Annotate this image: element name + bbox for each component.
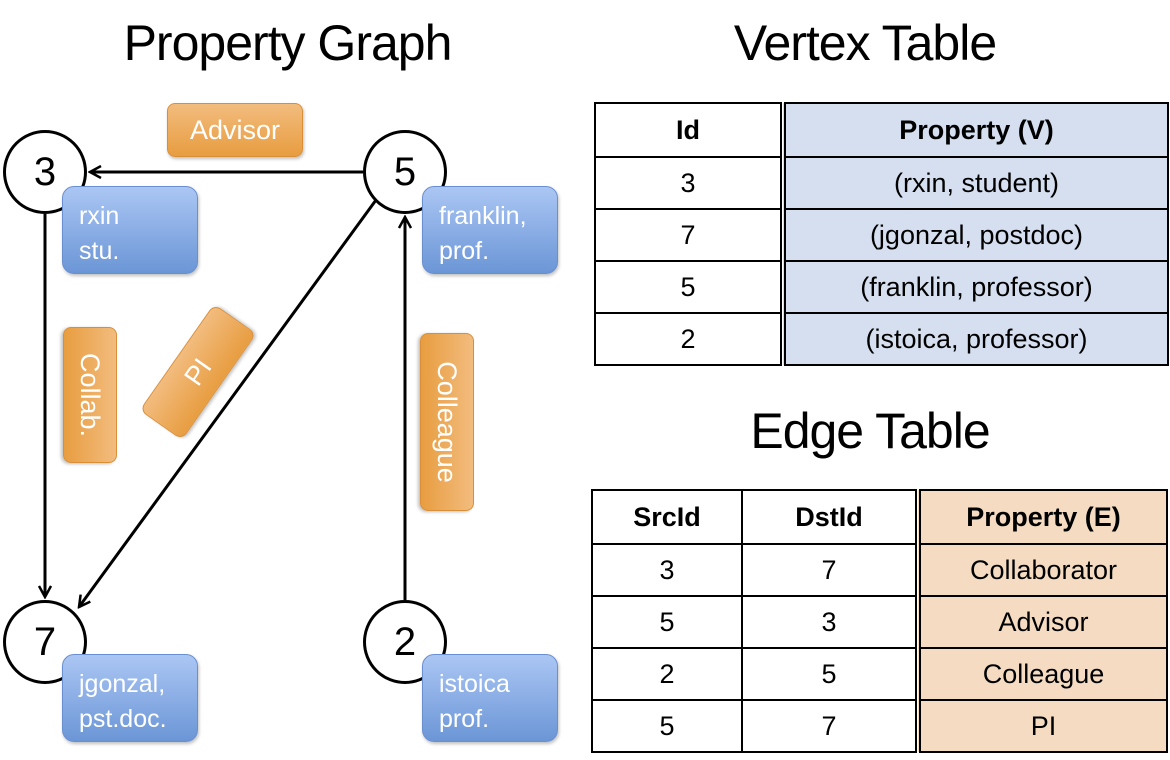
vertex-node-2: 2 bbox=[363, 600, 447, 684]
edge-table-title: Edge Table bbox=[750, 403, 990, 459]
graph-edges bbox=[0, 0, 580, 760]
table-row: 3(rxin, student) bbox=[594, 156, 1169, 210]
cell: (jgonzal, postdoc) bbox=[780, 208, 1169, 262]
header-srcid: SrcId bbox=[591, 489, 743, 545]
vertex-table: Id Property (V) 3(rxin, student) 7(jgonz… bbox=[594, 102, 1169, 366]
header-id: Id bbox=[594, 102, 784, 158]
edge-label-colleague: Colleague bbox=[420, 333, 474, 511]
cell: (franklin, professor) bbox=[780, 260, 1169, 314]
cell: Advisor bbox=[915, 595, 1168, 649]
cell: 5 bbox=[591, 595, 743, 649]
table-row: 5(franklin, professor) bbox=[594, 260, 1169, 314]
cell: 3 bbox=[594, 156, 784, 210]
cell: 5 bbox=[594, 260, 784, 314]
table-header-row: SrcId DstId Property (E) bbox=[591, 489, 1168, 545]
cell: 7 bbox=[741, 543, 919, 597]
table-row: 2(istoica, professor) bbox=[594, 312, 1169, 366]
cell: Collaborator bbox=[915, 543, 1168, 597]
cell: Colleague bbox=[915, 647, 1168, 701]
cell: 2 bbox=[591, 647, 743, 701]
table-header-row: Id Property (V) bbox=[594, 102, 1169, 158]
header-property-e: Property (E) bbox=[915, 489, 1168, 545]
header-dstid: DstId bbox=[741, 489, 919, 545]
graph-title: Property Graph bbox=[123, 15, 453, 71]
table-row: 7(jgonzal, postdoc) bbox=[594, 208, 1169, 262]
edge-label-collab: Collab. bbox=[63, 327, 117, 463]
vertex-property-2: istoica prof. bbox=[422, 654, 558, 742]
vertex-property-7: jgonzal, pst.doc. bbox=[62, 654, 198, 742]
cell: (istoica, professor) bbox=[780, 312, 1169, 366]
edge-5-7 bbox=[79, 199, 378, 607]
vertex-property-3: rxin stu. bbox=[62, 186, 198, 274]
cell: 7 bbox=[741, 699, 919, 753]
cell: 3 bbox=[741, 595, 919, 649]
vertex-property-5: franklin, prof. bbox=[422, 186, 558, 274]
cell: 3 bbox=[591, 543, 743, 597]
cell: 5 bbox=[741, 647, 919, 701]
edge-label-advisor: Advisor bbox=[167, 103, 303, 157]
vertex-node-5: 5 bbox=[363, 130, 447, 214]
cell: PI bbox=[915, 699, 1168, 753]
cell: 2 bbox=[594, 312, 784, 366]
cell: 5 bbox=[591, 699, 743, 753]
header-property-v: Property (V) bbox=[780, 102, 1169, 158]
cell: (rxin, student) bbox=[780, 156, 1169, 210]
cell: 7 bbox=[594, 208, 784, 262]
vertex-table-title: Vertex Table bbox=[733, 15, 997, 71]
